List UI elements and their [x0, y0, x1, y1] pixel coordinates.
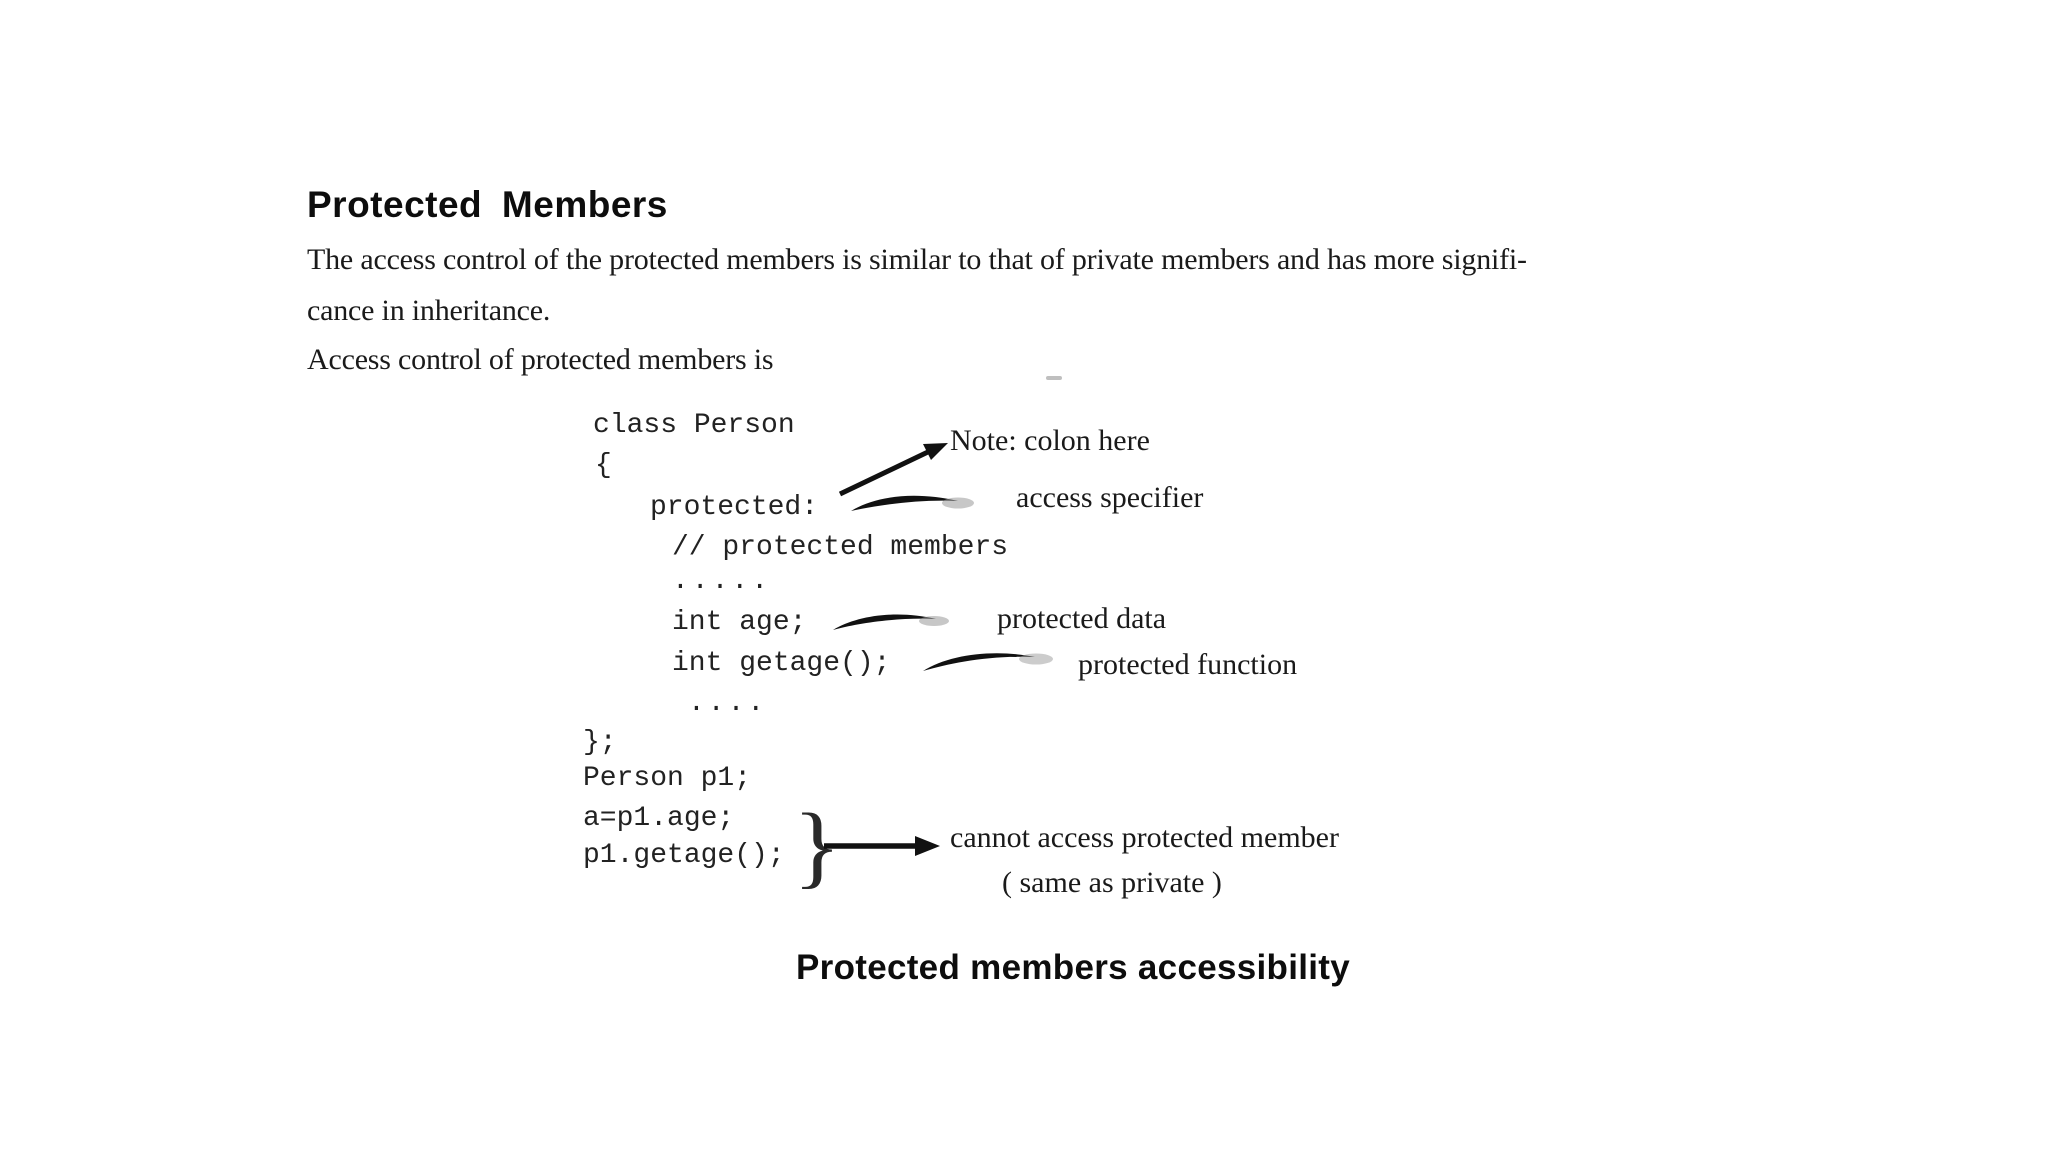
- paragraph-line: cance in inheritance.: [307, 294, 551, 327]
- scan-artifact-dash: [1046, 376, 1062, 380]
- paragraph-line: Access control of protected members is: [307, 343, 774, 376]
- arrow-to-note-colon-icon: [838, 443, 948, 497]
- page-title: Protected Members: [307, 184, 668, 225]
- code-line: protected:: [650, 492, 819, 523]
- annotation-cannot-access: cannot access protected member: [950, 821, 1339, 854]
- annotation-note-colon: Note: colon here: [950, 424, 1150, 457]
- code-line: };: [583, 727, 617, 758]
- swoosh-access-specifier-icon: [851, 495, 974, 511]
- paragraph-line: The access control of the protected memb…: [307, 243, 1527, 276]
- grouping-brace: }: [793, 794, 841, 897]
- code-line: Person p1;: [583, 763, 752, 794]
- code-line: int getage();: [672, 648, 891, 679]
- code-line: {: [595, 450, 612, 481]
- code-line: int age;: [672, 607, 807, 638]
- figure-caption: Protected members accessibility: [796, 948, 1351, 987]
- annotation-protected-data: protected data: [997, 602, 1167, 635]
- code-line: class Person: [593, 410, 795, 441]
- swoosh-protected-function-icon: [923, 653, 1053, 671]
- code-line: // protected members: [672, 532, 1009, 563]
- annotation-protected-function: protected function: [1078, 648, 1298, 681]
- code-line: p1.getage();: [583, 840, 785, 871]
- code-line: .....: [672, 566, 772, 597]
- swoosh-protected-data-icon: [833, 614, 949, 630]
- code-line: ....: [688, 688, 768, 719]
- annotation-same-as-private: ( same as private ): [1002, 866, 1222, 899]
- code-line: a=p1.age;: [583, 803, 735, 834]
- arrow-cannot-access-icon: [824, 836, 940, 856]
- annotation-access-specifier: access specifier: [1016, 481, 1204, 514]
